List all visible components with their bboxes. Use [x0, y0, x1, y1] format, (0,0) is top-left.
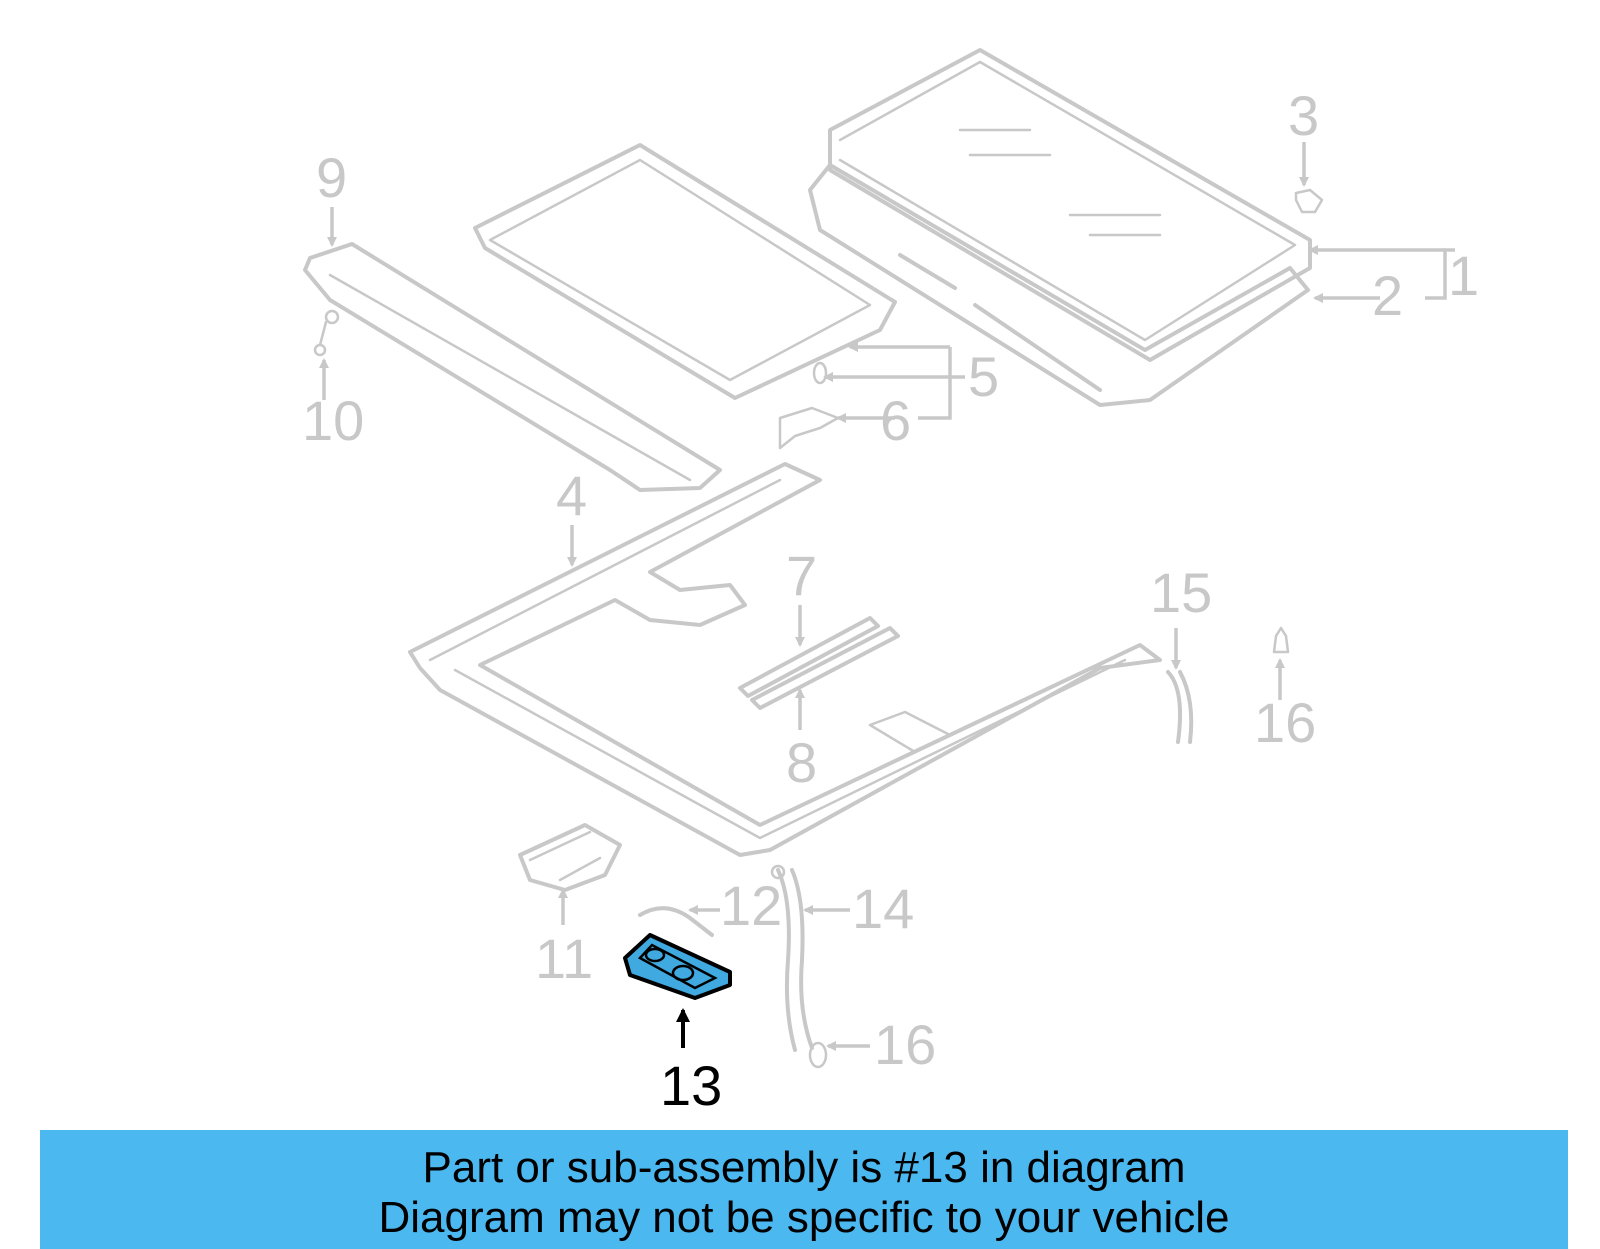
- callout-7: 7: [786, 544, 817, 607]
- highlighted-part-13[interactable]: [623, 933, 732, 1000]
- callout-16-right: 16: [1254, 691, 1316, 754]
- guide-rail-part-7: [738, 616, 880, 698]
- callout-2: 2: [1372, 264, 1403, 327]
- info-banner: Part or sub-assembly is #13 in diagram D…: [40, 1130, 1568, 1249]
- sunshade-part: [473, 143, 897, 400]
- guide-rail-part-8: [750, 626, 900, 710]
- clip-part-5: [812, 361, 828, 385]
- callout-14: 14: [852, 877, 914, 940]
- deflector-part-9: [303, 242, 722, 492]
- callout-3: 3: [1288, 84, 1319, 147]
- callout-8: 8: [786, 731, 817, 794]
- cable-part-12: [638, 906, 714, 937]
- drain-hose-part-15: [1166, 670, 1194, 744]
- callout-11: 11: [535, 927, 593, 990]
- callout-9: 9: [316, 146, 347, 209]
- clip-part-16: [1272, 626, 1290, 654]
- callout-13: 13: [660, 1054, 722, 1117]
- link-part-10: [313, 309, 340, 357]
- callout-4: 4: [556, 464, 587, 527]
- bracket-part-6: [778, 406, 840, 450]
- leader-lines: [319, 142, 1455, 1051]
- frame-part-4: [408, 462, 1162, 857]
- callout-1: 1: [1448, 244, 1479, 307]
- clip-part-3: [1294, 188, 1324, 214]
- motor-part-11: [518, 823, 622, 892]
- banner-disclaimer-line: Diagram may not be specific to your vehi…: [378, 1193, 1230, 1242]
- callout-16-bottom: 16: [874, 1013, 936, 1076]
- callout-15: 15: [1150, 561, 1212, 624]
- glass-panel-part: [808, 48, 1312, 407]
- callout-10: 10: [302, 389, 364, 452]
- banner-part-line: Part or sub-assembly is #13 in diagram: [422, 1143, 1186, 1192]
- callout-12: 12: [720, 874, 782, 937]
- drain-hose-part-14: [770, 864, 828, 1069]
- callout-6: 6: [880, 389, 911, 452]
- callout-5: 5: [968, 345, 999, 408]
